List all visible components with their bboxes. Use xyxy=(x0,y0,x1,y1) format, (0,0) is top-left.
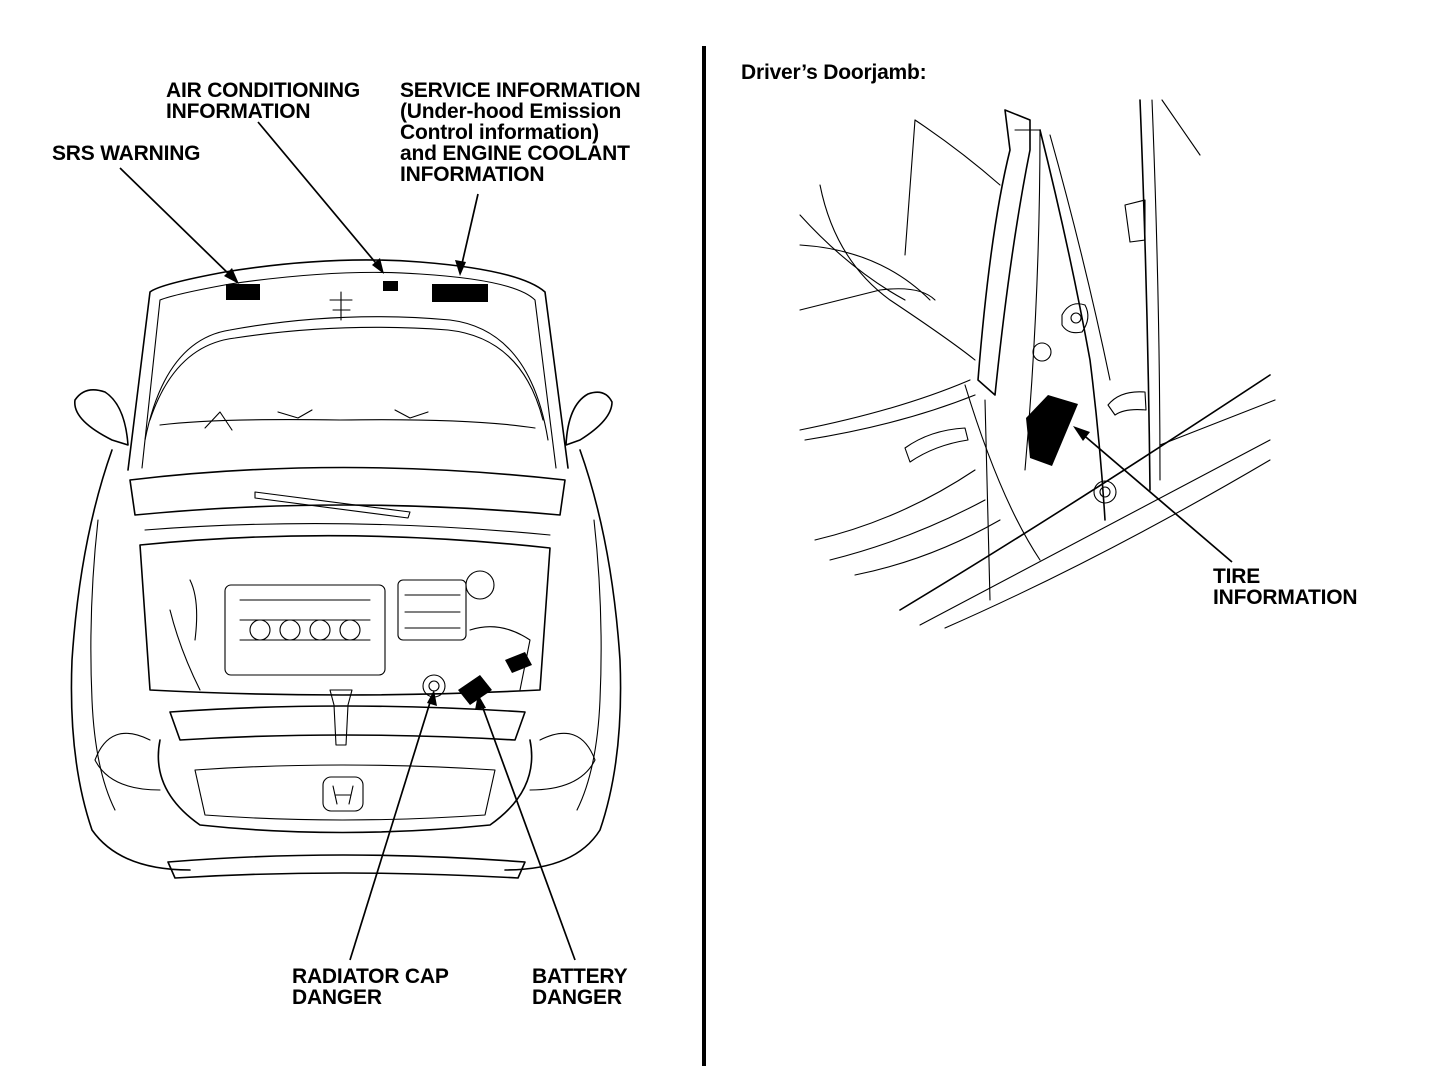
leader-ac xyxy=(257,121,381,269)
door-handle-recess xyxy=(904,427,969,463)
wiper xyxy=(254,491,411,519)
engine-bay xyxy=(139,534,551,696)
tire-information-line-1: TIRE xyxy=(1213,565,1261,588)
radiator-cap xyxy=(422,674,446,698)
battery-line-2: DANGER xyxy=(532,986,622,1009)
tire-information-line-2: INFORMATION xyxy=(1213,586,1358,609)
air-conditioning-line-2: INFORMATION xyxy=(166,100,311,123)
air-conditioning-label: AIR CONDITIONING INFORMATION xyxy=(166,80,360,122)
cowl xyxy=(129,466,566,516)
leader-srs xyxy=(119,167,236,281)
grille-upper xyxy=(169,705,526,741)
grommet xyxy=(1093,480,1117,504)
b-pillar-main xyxy=(1039,129,1106,521)
service-information-line-1: SERVICE INFORMATION xyxy=(400,79,641,102)
leader-battery xyxy=(479,699,576,961)
sill-line-1 xyxy=(899,374,1271,611)
srs-warning-line: SRS WARNING xyxy=(52,142,201,165)
hood-inner-panel xyxy=(144,316,549,441)
hood-emblem xyxy=(329,291,353,321)
battery-label-patch xyxy=(458,675,492,705)
panel-divider xyxy=(702,46,706,1066)
b-pillar-left xyxy=(977,109,1031,396)
service-label-patch xyxy=(432,284,488,302)
door-catch-upper xyxy=(1124,199,1146,243)
battery-label: BATTERY DANGER xyxy=(532,965,628,1009)
leader-ac-arrow xyxy=(372,258,384,274)
srs-label-patch xyxy=(226,284,260,300)
leader-service-arrow xyxy=(455,260,466,276)
air-box xyxy=(397,579,467,641)
leader-tire-arrow xyxy=(1073,426,1090,441)
hood-outline xyxy=(127,259,569,471)
right-headlight xyxy=(529,732,596,791)
radiator-cap-label: RADIATOR CAP DANGER xyxy=(292,966,449,1008)
air-conditioning-line-1: AIR CONDITIONING xyxy=(166,79,360,102)
honda-emblem xyxy=(322,776,364,812)
leader-srs-arrow xyxy=(224,268,239,284)
right-mirror xyxy=(565,391,613,446)
bumper xyxy=(157,739,533,834)
service-information-line-2: (Under-hood Emission xyxy=(400,100,622,123)
doorjamb-title: Driver’s Doorjamb: xyxy=(741,61,927,84)
radiator-support-emblem xyxy=(329,689,353,746)
striker xyxy=(1061,303,1089,334)
body-right xyxy=(504,449,622,871)
leader-tire xyxy=(1079,431,1233,563)
engine-block xyxy=(224,584,386,676)
service-information-line-5: INFORMATION xyxy=(400,163,545,186)
lower-bumper xyxy=(167,854,526,879)
tire-information-label: TIRE INFORMATION xyxy=(1213,565,1358,609)
leader-service xyxy=(460,193,479,269)
service-information-label: SERVICE INFORMATION (Under-hood Emission… xyxy=(400,79,641,186)
service-information-line-4: and ENGINE COOLANT xyxy=(400,142,630,165)
left-mirror xyxy=(74,389,129,446)
left-headlight xyxy=(94,732,161,791)
bolt-hole xyxy=(1032,342,1052,362)
service-information-line-3: Control information) xyxy=(400,121,599,144)
ac-label-patch xyxy=(383,281,398,291)
tire-label-patch xyxy=(1026,395,1078,466)
rear-door-edge xyxy=(1139,99,1151,491)
leader-radiator xyxy=(349,695,433,961)
battery-line-1: BATTERY xyxy=(532,965,628,988)
radiator-cap-line-2: DANGER xyxy=(292,986,382,1009)
seat-edge xyxy=(819,184,976,361)
srs-warning-label: SRS WARNING xyxy=(52,142,201,165)
body-left xyxy=(70,449,191,871)
radiator-cap-line-1: RADIATOR CAP xyxy=(292,965,449,988)
door-catch-lower xyxy=(1107,391,1147,416)
front-door-sill-1 xyxy=(799,379,971,431)
